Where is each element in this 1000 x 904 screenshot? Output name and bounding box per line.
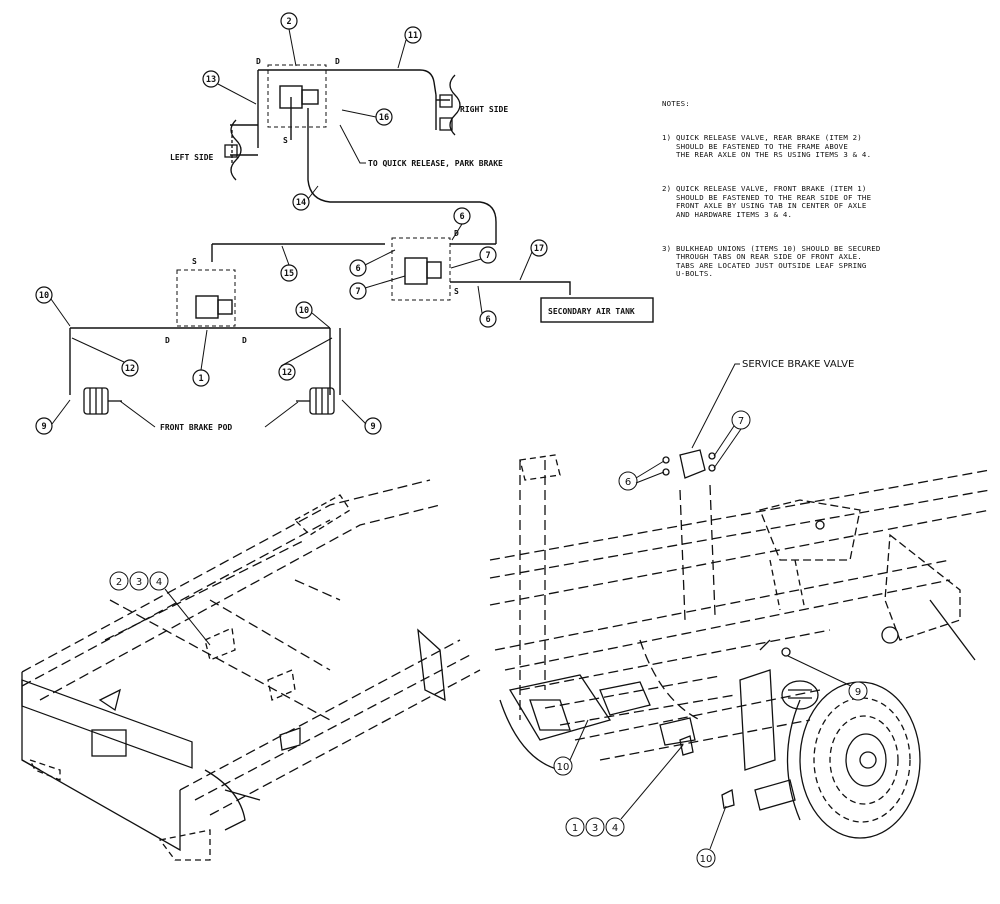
callout-10: 10 [557, 762, 570, 773]
right-brake-chamber [439, 74, 461, 136]
callout-6: 6 [625, 477, 631, 488]
callout-1: 1 [198, 374, 203, 384]
front-callout-numbers: 7 6 9 10 1 3 4 10 [557, 416, 862, 865]
schematic-air-lines [69, 64, 571, 395]
left-side-label: LEFT SIDE [170, 153, 214, 162]
note-1: 1) QUICK RELEASE VALVE, REAR BRAKE (ITEM… [662, 132, 872, 160]
service-brake-valve-leader [691, 363, 740, 449]
callout-12: 12 [282, 368, 292, 378]
callout-2: 2 [286, 17, 291, 27]
callout-7: 7 [485, 251, 490, 261]
front-brake-pod-left [83, 387, 122, 415]
port-letter-d: D [165, 336, 170, 345]
port-letters: D D S S D D D S [165, 57, 459, 345]
callout-9: 9 [41, 422, 46, 432]
callout-14: 14 [296, 198, 306, 208]
callout-7: 7 [355, 287, 360, 297]
schematic-callout-numbers: 2 11 13 16 14 6 17 15 6 7 7 6 10 10 12 1… [39, 17, 544, 432]
callout-4: 4 [156, 577, 162, 588]
callout-12: 12 [125, 364, 135, 374]
note-3: 3) BULKHEAD UNIONS (ITEMS 10) SHOULD BE … [662, 243, 881, 279]
front-callout-circles [553, 410, 868, 868]
callout-15: 15 [284, 269, 294, 279]
schematic-callouts [35, 12, 548, 435]
callout-1: 1 [572, 823, 578, 834]
port-letter-s: S [192, 257, 197, 266]
front-brake-pod-leader-r [264, 401, 299, 428]
note-2: 2) QUICK RELEASE VALVE, FRONT BRAKE (ITE… [662, 183, 872, 219]
callout-2: 2 [116, 577, 122, 588]
callout-9: 9 [370, 422, 375, 432]
callout-6: 6 [485, 315, 490, 325]
callout-10: 10 [700, 854, 713, 865]
front-brake-pod-right [296, 387, 335, 415]
callout-10: 10 [299, 306, 309, 316]
callout-10: 10 [39, 291, 49, 301]
quick-release-leader [339, 124, 366, 164]
front-brake-pod-leader-l [119, 400, 156, 428]
callout-16: 16 [379, 113, 389, 123]
callout-7: 7 [738, 416, 744, 427]
port-letter-d: D [256, 57, 261, 66]
left-brake-chamber [224, 119, 242, 181]
notes-block: NOTES: 1) QUICK RELEASE VALVE, REAR BRAK… [662, 83, 992, 295]
callout-6: 6 [355, 264, 360, 274]
callout-9: 9 [855, 687, 861, 698]
rear-callout-cluster [109, 571, 211, 646]
callout-6: 6 [459, 212, 464, 222]
secondary-air-tank [540, 297, 654, 323]
port-letter-s: S [283, 136, 288, 145]
callout-3: 3 [136, 577, 142, 588]
front-callout-leaders [569, 425, 852, 850]
callout-3: 3 [592, 823, 598, 834]
notes-heading: NOTES: [662, 99, 690, 109]
quick-release-leader-label: TO QUICK RELEASE, PARK BRAKE [368, 159, 503, 168]
callout-17: 17 [534, 244, 544, 254]
callout-4: 4 [612, 823, 618, 834]
secondary-air-tank-label: SECONDARY AIR TANK [548, 307, 635, 316]
callout-13: 13 [206, 75, 216, 85]
port-letter-s: S [454, 287, 459, 296]
right-side-label: RIGHT SIDE [460, 105, 508, 114]
schematic-callout-leaders [50, 28, 533, 425]
front-frame-assembly [489, 449, 991, 839]
port-letter-d: D [242, 336, 247, 345]
rear-callout-numbers: 2 3 4 [116, 577, 162, 588]
port-letter-d: D [335, 57, 340, 66]
rear-frame-assembly [21, 479, 481, 861]
service-brake-valve-label: SERVICE BRAKE VALVE [742, 359, 854, 370]
front-brake-pod-label: FRONT BRAKE POD [160, 423, 232, 432]
callout-11: 11 [408, 31, 418, 41]
